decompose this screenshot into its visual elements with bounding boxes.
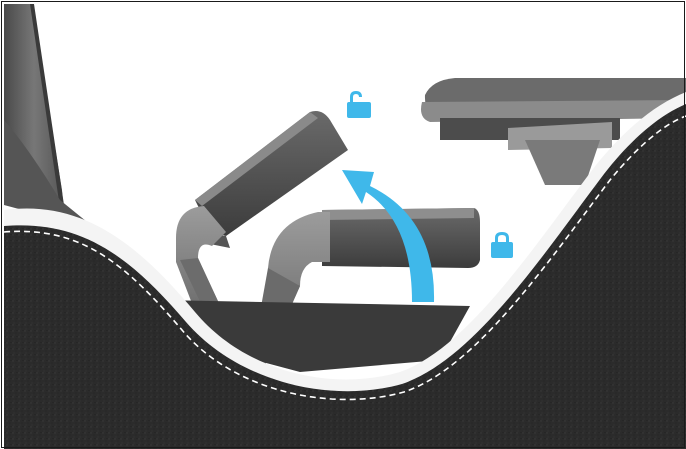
armrest-illustration xyxy=(0,0,686,449)
illustration-canvas xyxy=(0,0,686,449)
